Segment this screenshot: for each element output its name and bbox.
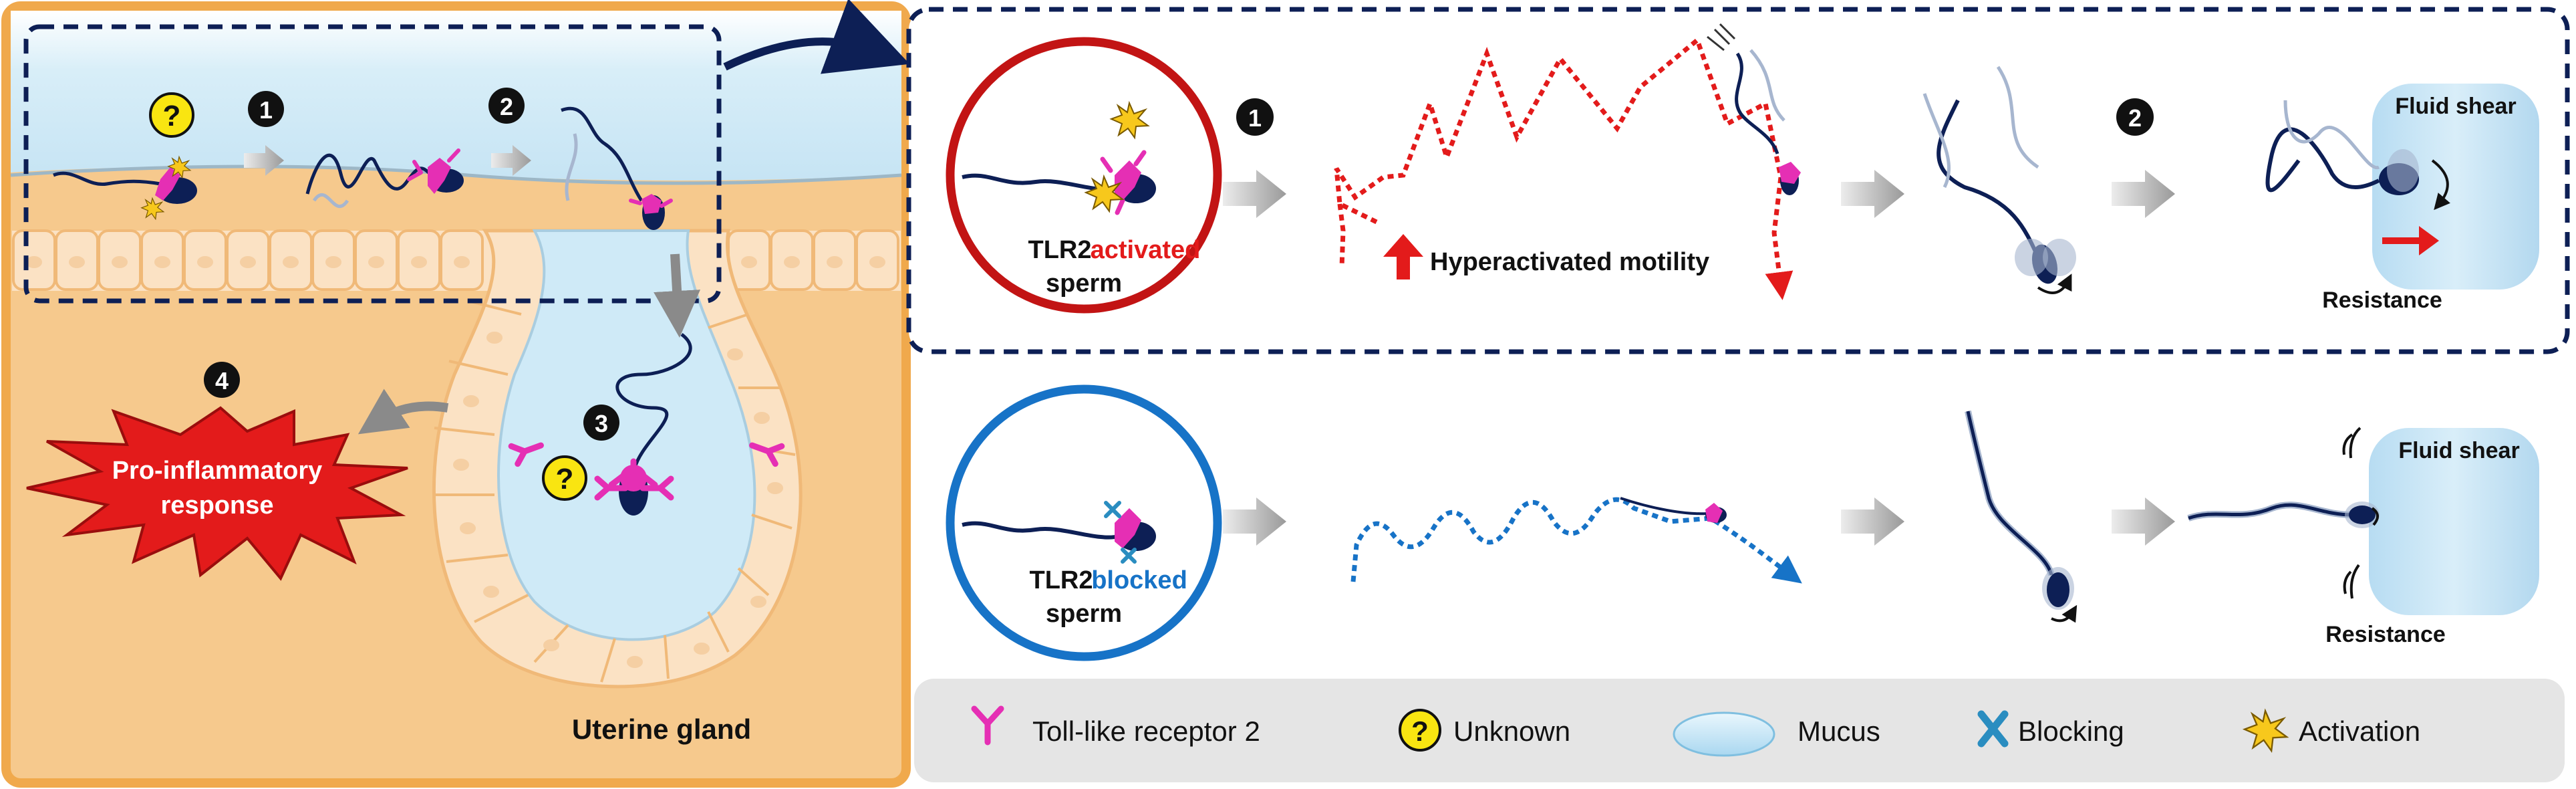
step-badge-2: 2: [488, 88, 525, 124]
svg-text:Unknown: Unknown: [1453, 715, 1570, 747]
legend-activation-item: Activation: [2243, 709, 2420, 752]
gland-sperm: [597, 333, 692, 516]
lumen-unknown-mark: ?: [163, 100, 181, 132]
top-panel-border: [906, 7, 2570, 354]
legend-mucus-item: Mucus: [1673, 711, 1880, 757]
svg-text:Mucus: Mucus: [1798, 715, 1880, 747]
legend-blocking-item: Blocking: [1977, 710, 2124, 748]
response-arrow: [357, 388, 449, 435]
detaching-sperm: [1922, 66, 2076, 294]
top-tlr2: TLR2: [1028, 236, 1092, 264]
svg-text:1: 1: [259, 96, 273, 124]
unknown-icon: [1399, 709, 1441, 752]
step-badge-3: 3: [583, 405, 619, 441]
lumen-sperm-entering: [561, 106, 673, 230]
gland-entry-arrow: [654, 253, 701, 338]
legend-receptor-item: Toll-like receptor 2: [971, 705, 1260, 747]
bottom-resistance-group: Fluid shear Resistance: [2187, 427, 2539, 647]
top-step-badge-1: 1: [1236, 98, 1274, 136]
zoom-connector-arrow: [723, 0, 910, 74]
top-panel: TLR2 activated sperm 1 Hyperactivated mo…: [906, 7, 2570, 354]
step-badge-4: 4: [204, 362, 240, 398]
motility-label: Hyperactivated motility: [1430, 248, 1709, 276]
response-line-1: Pro-inflammatory: [112, 457, 323, 485]
svg-text:2: 2: [500, 93, 513, 120]
top-step-badge-2: 2: [2116, 98, 2154, 136]
bottom-fluid-shear-box: [2369, 428, 2539, 615]
lumen-unknown-icon: ?: [149, 92, 194, 138]
receptor-icon: [971, 705, 1004, 746]
svg-text:Toll-like receptor 2: Toll-like receptor 2: [1032, 715, 1260, 747]
legend-unknown-item: ? Unknown: [1399, 709, 1570, 752]
lumen-sperm-unknown: [53, 156, 197, 220]
bottom-state: blocked: [1091, 566, 1187, 594]
pro-inflammatory-burst: Pro-inflammatory response: [26, 406, 408, 581]
blocked-falling-sperm: [1965, 410, 2078, 623]
svg-text:Resistance: Resistance: [2322, 288, 2442, 313]
svg-text:2: 2: [2128, 104, 2142, 132]
svg-text:1: 1: [1248, 104, 1262, 132]
top-sperm-word: sperm: [1046, 269, 1122, 298]
epithelium: [12, 229, 901, 291]
svg-text:Resistance: Resistance: [2325, 622, 2446, 647]
left-panel: ? ? 1: [1, 1, 911, 788]
svg-text:?: ?: [1411, 715, 1429, 747]
bottom-arrow-1: [1223, 497, 1286, 546]
hyper-sperm: [1707, 23, 1801, 195]
bottom-arrow-3: [2112, 497, 2175, 546]
top-state: activated: [1091, 236, 1201, 264]
bottom-tlr2: TLR2: [1030, 566, 1093, 594]
mucus-icon: [1673, 711, 1775, 757]
motility-label-group: Hyperactivated motility: [1383, 234, 1709, 279]
gland-unknown-mark: ?: [556, 463, 574, 495]
svg-text:Fluid shear: Fluid shear: [2398, 438, 2519, 463]
lumen-mucus: [11, 11, 901, 181]
svg-text:4: 4: [215, 367, 229, 394]
gland-unknown-icon: ?: [542, 455, 587, 501]
zoom-region-box: [23, 24, 722, 304]
bottom-arrow-2: [1841, 497, 1904, 546]
activated-sperm-circle: [946, 37, 1222, 314]
legend: Toll-like receptor 2 ? Unknown Mucus Blo…: [914, 679, 2565, 782]
svg-text:3: 3: [595, 410, 608, 437]
blocked-sperm-circle: [946, 384, 1222, 661]
step-badge-1: 1: [248, 91, 284, 127]
svg-text:Activation: Activation: [2299, 715, 2420, 747]
lumen-sperm-hyper: [305, 148, 464, 208]
bottom-panel: TLR2 blocked sperm Fluid shear: [946, 384, 2539, 661]
svg-text:Blocking: Blocking: [2018, 715, 2124, 747]
blocking-icon: [1977, 710, 2009, 748]
response-line-2: response: [161, 491, 274, 520]
svg-text:Fluid shear: Fluid shear: [2395, 94, 2516, 119]
top-resistance-group: Fluid shear Resistance: [2265, 84, 2539, 313]
blocked-motility-path: [1350, 497, 1802, 584]
gland-label: Uterine gland: [572, 713, 751, 745]
hyperactivated-path: [1334, 36, 1794, 300]
bottom-sperm-word: sperm: [1046, 600, 1122, 628]
